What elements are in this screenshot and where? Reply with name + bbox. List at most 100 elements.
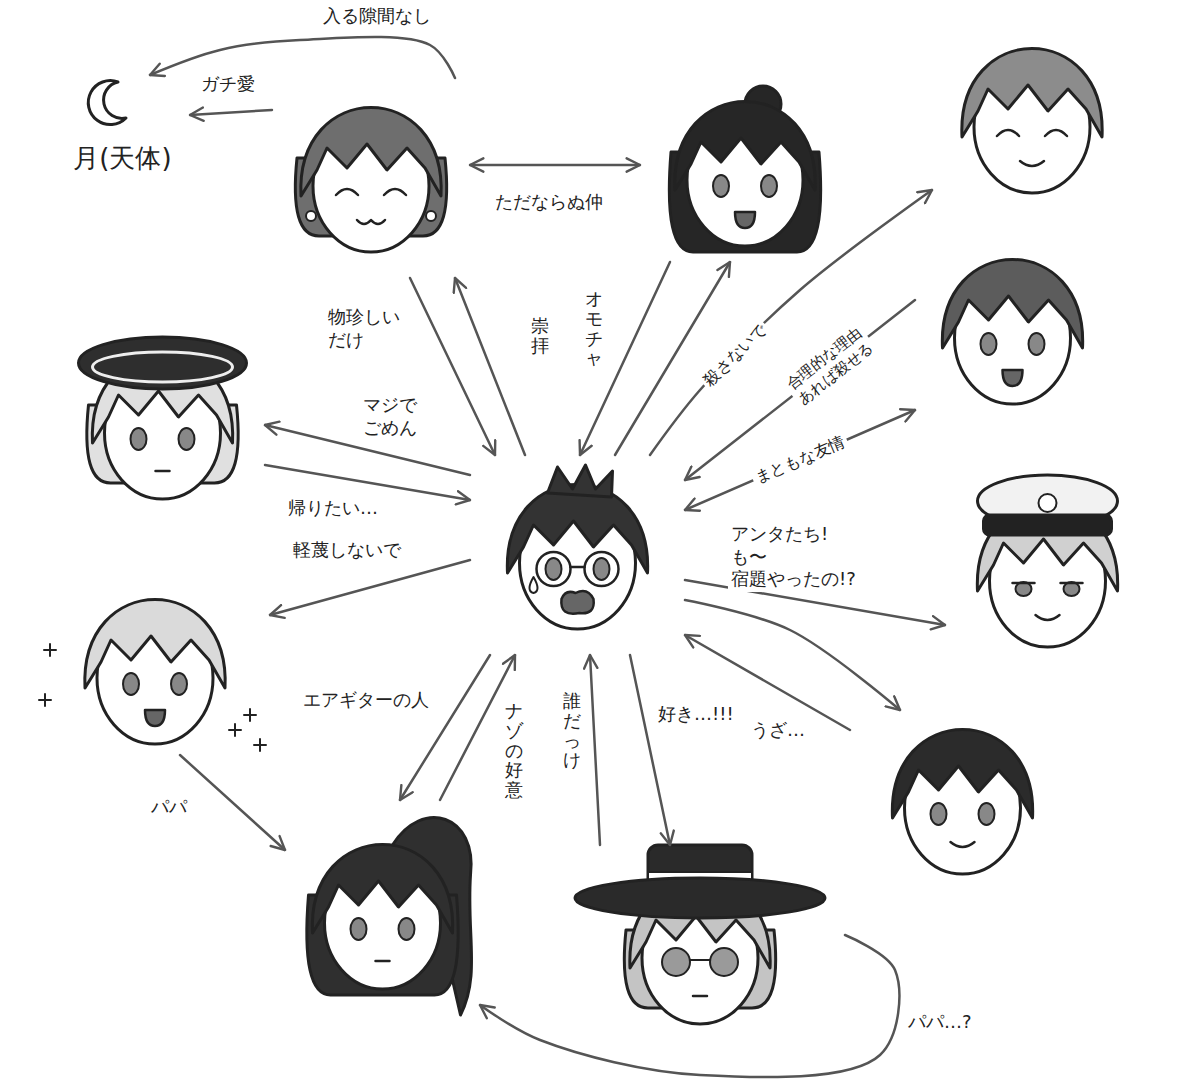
earring (306, 211, 316, 221)
relation-label: まともな友情 (749, 430, 851, 490)
label-anchor: パパ…? (905, 1010, 975, 1035)
front-hair (675, 102, 815, 191)
relation-arrow (480, 935, 899, 1077)
label-anchor: 帰りたい… (285, 496, 381, 521)
relation-arrow (685, 410, 915, 510)
label-anchor: 物珍しい だけ (325, 305, 403, 352)
eye (351, 918, 367, 940)
character-node (285, 800, 480, 1030)
mouth (1003, 370, 1023, 386)
character-illustration (507, 465, 647, 629)
relation-label: ただならぬ仲 (492, 190, 606, 215)
eye (131, 428, 147, 450)
eye (979, 803, 995, 825)
character-illustration (307, 818, 472, 1015)
relation-label: ナゾの好意 (502, 700, 526, 801)
hat-brim (575, 878, 825, 918)
relation-arrow (190, 110, 272, 115)
relation-label: パパ (148, 795, 190, 820)
eye (981, 333, 997, 355)
relation-label: ガチ愛 (198, 72, 258, 97)
label-anchor: 軽蔑しないで (290, 538, 404, 563)
mouth (1020, 161, 1044, 166)
glasses-lens (585, 552, 619, 586)
relation-arrow (590, 655, 600, 845)
mouth (357, 220, 385, 224)
label-anchor: ただならぬ仲 (492, 190, 606, 215)
relation-arrow (650, 190, 932, 455)
label-anchor: まともな友情 (749, 430, 851, 490)
sunglasses-bridge (690, 959, 710, 961)
relation-label: 軽蔑しないで (290, 538, 404, 563)
closed-eye (384, 189, 406, 195)
front-hair (977, 503, 1117, 592)
label-anchor: 殺さないで (697, 317, 773, 393)
relation-label: 好き…!!! (655, 702, 737, 727)
relation-label: 殺さないで (697, 317, 773, 393)
mouth (735, 212, 755, 228)
relation-label: オモチャ (582, 288, 606, 369)
label-anchor: パパ (148, 795, 190, 820)
character-illustration (79, 337, 247, 499)
character-illustration (295, 108, 446, 253)
relation-arrow (265, 465, 470, 500)
relation-label: マジで ごめん (360, 393, 420, 440)
closed-eye (997, 130, 1019, 136)
character-node (555, 845, 845, 1055)
relation-label: 入る隙間なし (320, 4, 434, 29)
relation-label: 帰りたい… (285, 496, 381, 521)
relation-arrow (270, 560, 470, 615)
character-illustration (977, 475, 1117, 647)
moon-symbol (88, 81, 126, 125)
character-node (640, 82, 850, 262)
character-node (470, 455, 685, 655)
mouth (376, 960, 390, 963)
mouth (145, 710, 165, 726)
eye (399, 918, 415, 940)
front-hair (301, 108, 441, 197)
eye (931, 803, 947, 825)
mouth (1036, 615, 1060, 620)
closed-eye (1045, 130, 1067, 136)
label-anchor: 合理的な理由 あれば殺せる (780, 321, 880, 411)
eye (171, 673, 187, 695)
label-anchor: アンタたち!も〜 宿題やったの!? (728, 522, 859, 592)
node-text: 月(天体) (73, 143, 171, 174)
moon-node: 月(天体) (55, 75, 190, 180)
hair-spikes (548, 465, 613, 497)
mouth (561, 591, 593, 614)
character-node (945, 478, 1150, 668)
sunglasses-lens (662, 948, 690, 976)
relation-arrow (580, 262, 670, 455)
eye (713, 175, 729, 197)
relation-label: エアギターの人 (300, 688, 432, 713)
eye (546, 558, 562, 580)
glasses-lens (537, 552, 571, 586)
front-hair (507, 485, 647, 574)
label-anchor: 入る隙間なし (320, 4, 434, 29)
character-node (932, 25, 1132, 213)
eye (123, 673, 139, 695)
cap-band (984, 515, 1112, 535)
sparkle (244, 709, 256, 721)
label-anchor: オモチャ (582, 288, 606, 369)
label-anchor: 誰だっけ (560, 690, 584, 771)
character-illustration (962, 49, 1102, 194)
sparkle (229, 724, 241, 736)
front-hair (312, 845, 452, 934)
relation-arrow (630, 655, 670, 845)
relation-arrow (150, 37, 455, 78)
sparkle (39, 694, 51, 706)
label-anchor: ガチ愛 (198, 72, 258, 97)
character-node (850, 710, 1075, 890)
sparkle (44, 644, 56, 656)
front-hair (942, 260, 1082, 349)
relation-label: うざ… (748, 718, 808, 743)
beret (79, 337, 247, 389)
earring (426, 211, 436, 221)
relation-arrow (455, 278, 525, 455)
relation-label: 合理的な理由 あれば殺せる (780, 321, 880, 411)
